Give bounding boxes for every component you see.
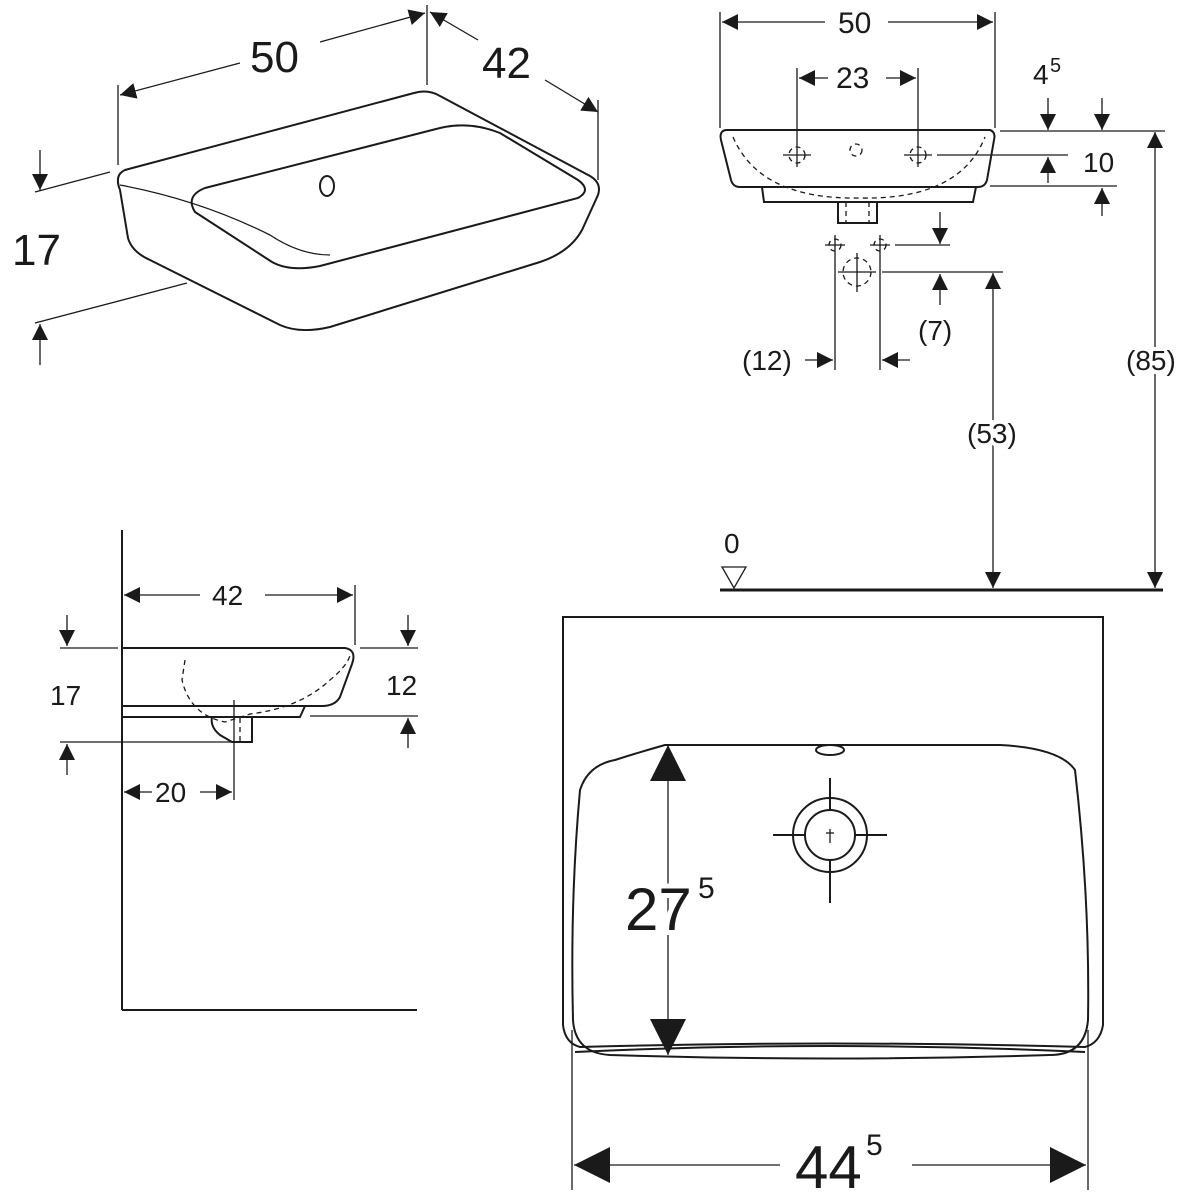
rim-height-label: (85)	[1126, 345, 1176, 376]
drain-height-label: (53)	[967, 418, 1017, 449]
supply-left	[825, 235, 845, 370]
tap-spacing-label: 23	[836, 62, 869, 95]
rim-offset-sup: 5	[1050, 55, 1061, 77]
inner-width-sup: 5	[866, 1129, 883, 1162]
tap-hole	[319, 175, 335, 197]
basin-front	[719, 129, 996, 188]
waste-outlet	[838, 253, 876, 292]
rim-offset-label: 4	[1033, 59, 1049, 90]
width-label: 50	[250, 33, 299, 82]
basin-side	[122, 647, 355, 707]
supply-right	[870, 235, 890, 370]
depth-label: 42	[482, 39, 531, 88]
drain-spacing-label: (12)	[742, 345, 792, 376]
bowl-depth-label: 12	[386, 670, 417, 701]
tap-hole-left	[783, 140, 811, 167]
bowl-outline	[190, 124, 586, 270]
width-label: 50	[838, 7, 871, 40]
bowl-outline	[571, 744, 1090, 1060]
drain-spigot	[837, 202, 878, 224]
drain-offset-label: (7)	[918, 315, 952, 346]
basin-front-edge	[119, 184, 331, 256]
floor-level-marker	[720, 566, 748, 590]
inner-width-label: 44	[795, 1134, 862, 1200]
overflow-height-label: 10	[1083, 147, 1114, 178]
height-label: 17	[12, 226, 61, 275]
bowl-length-label: 27	[625, 876, 692, 943]
height-label: 17	[50, 680, 81, 711]
basin-top-outline	[562, 616, 1104, 1049]
front-elevation: 50 23 4 5 10 (7) (12) (53) (85)	[719, 7, 1180, 592]
isometric-view: 50 42 17	[12, 5, 600, 365]
basin-outline	[116, 90, 600, 331]
bowl-length-sup: 5	[698, 872, 715, 905]
overflow-hole	[815, 744, 845, 756]
tap-hole-right	[904, 140, 932, 167]
floor-level-label: 0	[724, 528, 740, 559]
overflow-hole	[849, 143, 863, 157]
basin-skirt	[761, 186, 977, 203]
waste-outlet	[773, 778, 887, 903]
side-view: 42 17 12 20	[50, 530, 418, 1011]
plan-view: 27 5 44 5	[562, 616, 1104, 1200]
drain-distance-label: 20	[155, 777, 186, 808]
depth-label: 42	[212, 580, 243, 611]
